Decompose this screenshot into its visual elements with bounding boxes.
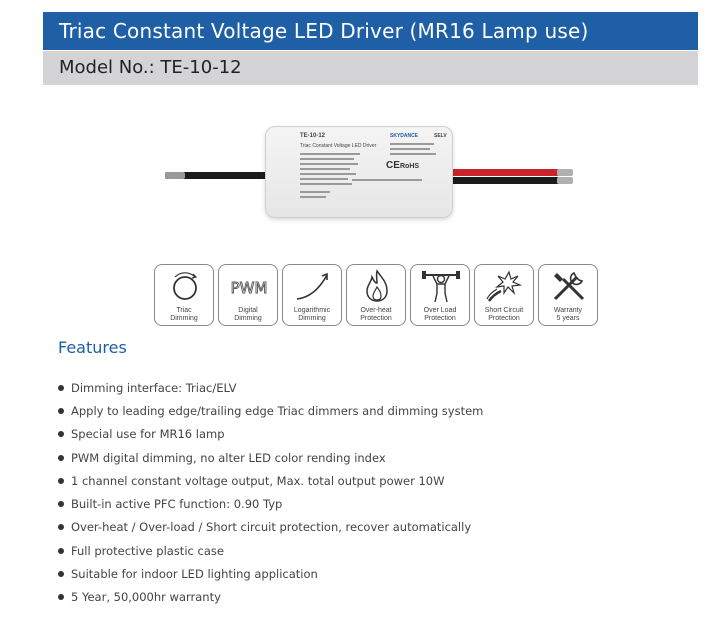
feature-text: Over-heat / Over-load / Short circuit pr…: [71, 520, 472, 535]
svg-text:PWM: PWM: [231, 279, 268, 297]
feature-item: Apply to leading edge/trailing edge Tria…: [58, 399, 483, 422]
model-number: Model No.: TE-10-12: [43, 51, 698, 85]
pwm-icon: PWM: [230, 279, 268, 298]
input-wire: [165, 172, 268, 179]
driver-case: TE-10-12 Triac Constant Voltage LED Driv…: [265, 126, 453, 218]
bullet: [58, 547, 64, 554]
feature-text: Apply to leading edge/trailing edge Tria…: [71, 403, 484, 418]
features-heading: Features: [58, 338, 127, 357]
input-wire-tip: [165, 172, 185, 179]
feature-item: PWM digital dimming, no alter LED color …: [58, 446, 483, 469]
feature-item: 5 Year, 50,000hr warranty: [58, 586, 483, 609]
ce-mark: CE: [386, 160, 400, 171]
over-load-card: Over Load Protection: [410, 264, 470, 326]
pwm-card: PWM Digital Dimming: [218, 264, 278, 326]
rohs-mark: RoHS: [400, 163, 420, 170]
feature-item: Built-in active PFC function: 0.90 Typ: [58, 492, 483, 515]
driver-brand-label: SKYDANCE: [390, 133, 419, 139]
bullet: [58, 571, 64, 578]
product-image: TE-10-12 Triac Constant Voltage LED Driv…: [165, 120, 573, 220]
triac-dimming-card: Triac Dimming: [154, 264, 214, 326]
driver-name-label: Triac Constant Voltage LED Driver: [300, 143, 377, 149]
icon-label: Over-heat Protection: [360, 307, 392, 322]
logarithmic-dimming-card: Logarithmic Dimming: [282, 264, 342, 326]
logarithmic-dimming-icon: [296, 272, 328, 300]
feature-item: Special use for MR16 lamp: [58, 423, 483, 446]
output-wire-red: [450, 169, 572, 176]
over-heat-icon: [366, 269, 388, 302]
warranty-card: Warranty 5 years: [538, 264, 598, 326]
feature-text: PWM digital dimming, no alter LED color …: [71, 450, 386, 465]
feature-item: Full protective plastic case: [58, 539, 483, 562]
feature-text: Built-in active PFC function: 0.90 Typ: [71, 497, 283, 512]
feature-item: Dimming interface: Triac/ELV: [58, 376, 483, 399]
icon-label: Triac Dimming: [170, 307, 198, 322]
icon-label: Digital Dimming: [234, 307, 262, 322]
short-circuit-card: Short Circuit Protection: [474, 264, 534, 326]
feature-text: Full protective plastic case: [71, 543, 224, 558]
driver-selv-label: SELV: [434, 133, 447, 139]
bullet: [58, 477, 64, 484]
bullet: [58, 384, 64, 391]
feature-list: Dimming interface: Triac/ELV Apply to le…: [58, 376, 483, 609]
output-wire-tip: [557, 177, 573, 184]
output-wire-tip: [557, 169, 573, 176]
feature-text: Special use for MR16 lamp: [71, 427, 225, 442]
icon-label: Logarithmic Dimming: [293, 307, 331, 322]
over-load-icon: [422, 271, 460, 303]
page-title: Triac Constant Voltage LED Driver (MR16 …: [43, 12, 698, 50]
feature-item: Over-heat / Over-load / Short circuit pr…: [58, 516, 483, 539]
triac-dimming-icon: [173, 272, 198, 300]
over-heat-card: Over-heat Protection: [346, 264, 406, 326]
feature-text: 1 channel constant voltage output, Max. …: [71, 473, 445, 488]
bullet: [58, 454, 64, 461]
feature-item: 1 channel constant voltage output, Max. …: [58, 469, 483, 492]
feature-icons: Triac Dimming PWM Digital Dimming Logari…: [154, 264, 598, 326]
bullet: [58, 501, 64, 508]
feature-text: 5 Year, 50,000hr warranty: [71, 590, 221, 605]
driver-model-label: TE-10-12: [300, 133, 326, 139]
bullet: [58, 407, 64, 414]
icon-label: Short Circuit Protection: [484, 307, 524, 322]
bullet: [58, 431, 64, 438]
icon-label: Over Load Protection: [423, 307, 457, 322]
short-circuit-icon: [486, 270, 523, 302]
icon-label: Warranty 5 years: [553, 307, 583, 322]
feature-text: Dimming interface: Triac/ELV: [71, 380, 237, 395]
bullet: [58, 524, 64, 531]
feature-item: Suitable for indoor LED lighting applica…: [58, 562, 483, 585]
feature-text: Suitable for indoor LED lighting applica…: [71, 567, 318, 582]
bullet: [58, 594, 64, 601]
output-wire-black: [450, 177, 572, 184]
warranty-icon: [553, 271, 585, 301]
